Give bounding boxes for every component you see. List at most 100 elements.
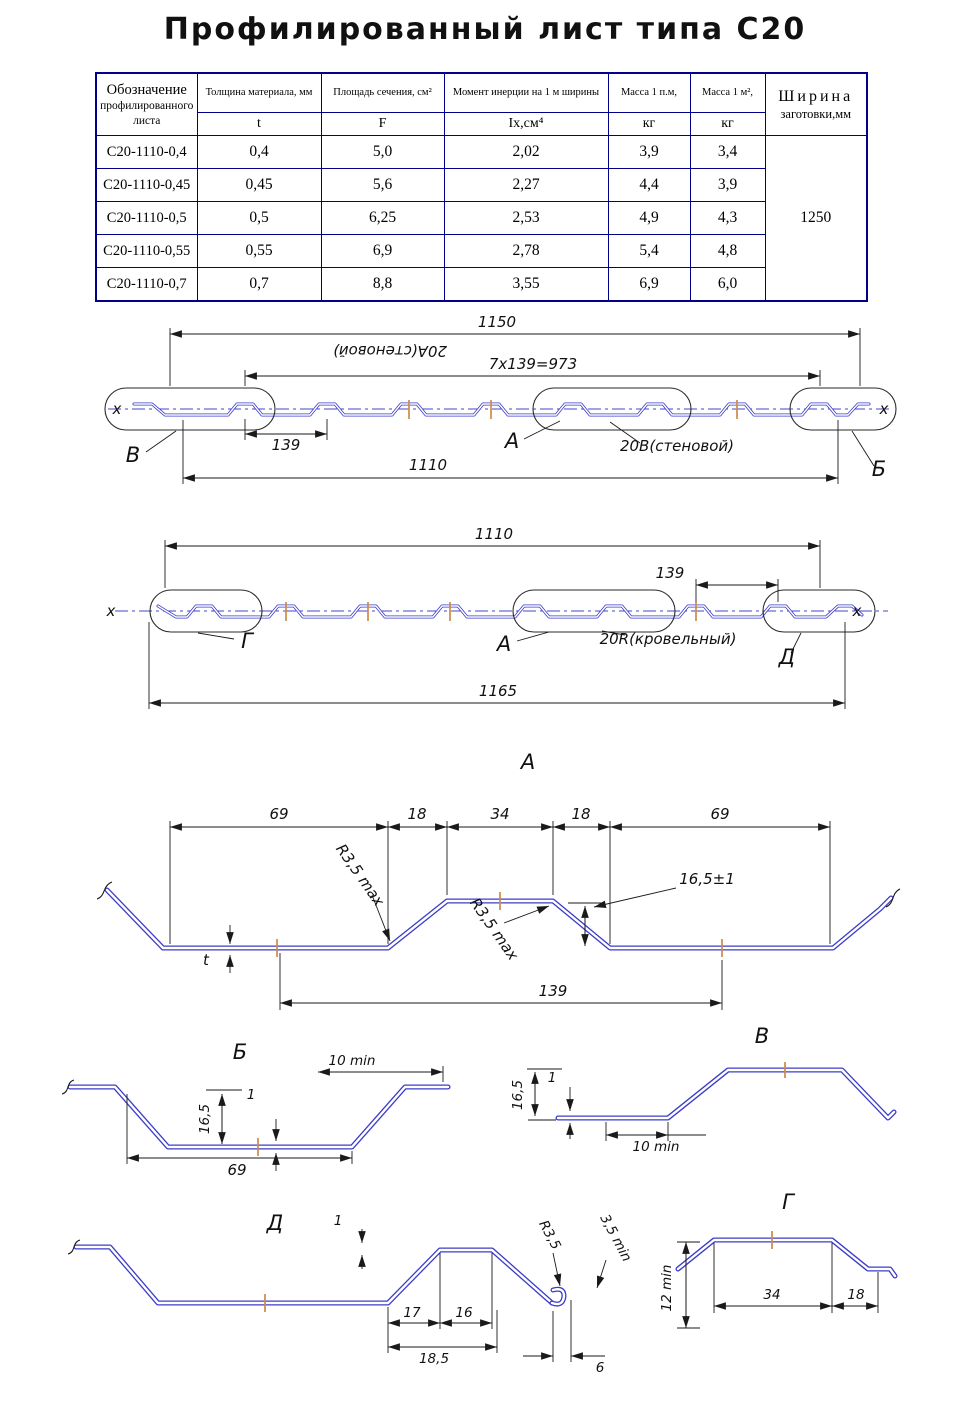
detail-balloon-g: [149, 589, 263, 633]
dim-label-1165: 1165: [479, 682, 517, 700]
radius-label: R3,5: [535, 1218, 564, 1253]
det-v: В 16,5 1 10 min: [510, 1025, 897, 1155]
spec-table: Обозначение профилированного листа Толщи…: [95, 72, 868, 302]
table-row: С20-1110-0,7 0,7 8,8 3,55 6,9 6,0: [95, 267, 867, 302]
dim-label-height: 16,5±1: [679, 870, 735, 888]
col-header-inertia: Момент инерции на 1 м ширины: [443, 72, 609, 113]
dim-label-34: 34: [763, 1287, 780, 1303]
dim-label-1110: 1110: [475, 525, 513, 543]
col-subheader-t: t: [196, 112, 322, 136]
callout-leader: [790, 632, 802, 654]
detail-balloon-v: [104, 387, 276, 431]
dim-label-139: 139: [272, 436, 301, 454]
hem-gap-callout: 3,5 min: [596, 1212, 635, 1289]
cell-inertia: 3,55: [443, 267, 609, 302]
edge-g-outline-core: [676, 1238, 897, 1278]
detail-b: Б 10 min 16,5 1: [61, 1040, 451, 1179]
cell-blank-width: 1250: [764, 135, 868, 302]
dim-working-1110: 1110: [164, 525, 821, 588]
break-squiggle: [885, 888, 901, 908]
cell-thickness: 0,4: [196, 135, 322, 169]
dim-label-10min: 10 min: [633, 1139, 680, 1155]
dim-pitch-139: 139: [656, 564, 779, 602]
cell-designation: С20-1110-0,45: [95, 168, 198, 202]
detail-d: Д 1 17 16: [67, 1211, 635, 1376]
dim-base-69: 69: [126, 1094, 353, 1179]
label-leader: [601, 630, 626, 636]
dim-label-10min: 10 min: [329, 1053, 376, 1069]
cell-thickness: 0,7: [196, 267, 322, 302]
roof-profile-outline-core: [157, 605, 863, 618]
dim-height-165: 16,5: [197, 1089, 242, 1144]
cell-inertia: 2,53: [443, 201, 609, 235]
dim-total-1150: 1150: [169, 313, 861, 386]
dim-17-16: 17 16: [387, 1253, 493, 1353]
radius-callout-left: R3,5 max: [332, 841, 391, 942]
dim-label-17: 17: [403, 1305, 421, 1321]
dim-185: 18,5: [388, 1310, 498, 1367]
cell-mass-m2: 3,4: [689, 135, 766, 169]
dim-label-69: 69: [227, 1161, 246, 1179]
callout-label-g: Г: [241, 629, 255, 653]
dim-label-1110: 1110: [409, 456, 447, 474]
detail-balloon-a: [532, 387, 692, 431]
dim-edge-12min: 12 min: [659, 1241, 700, 1329]
dim-thickness-t: t: [203, 925, 234, 973]
cell-mass-lm: 5,4: [607, 234, 691, 268]
dim-label-165: 16,5: [197, 1104, 213, 1134]
cell-inertia: 2,27: [443, 168, 609, 202]
cell-mass-m2: 6,0: [689, 267, 766, 302]
table-row: С20-1110-0,45 0,45 5,6 2,27 4,4 3,9: [95, 168, 867, 202]
col-header-area: Площадь сечения, см²: [320, 72, 445, 113]
detail-balloon-a: [512, 589, 676, 633]
col-subheader-kg1: кг: [607, 112, 691, 136]
edge-g-outline: [675, 1237, 898, 1279]
cell-mass-lm: 4,9: [607, 201, 691, 235]
dim-working-1110: 1110: [182, 420, 839, 484]
col-header-mass-m2: Масса 1 м²,: [689, 72, 766, 113]
detail-title-g: Г: [782, 1190, 796, 1214]
col-subheader-f: F: [320, 112, 445, 136]
cell-designation: С20-1110-0,55: [95, 234, 198, 268]
dim-label-139: 139: [656, 564, 685, 582]
break-squiggle: [67, 1239, 81, 1255]
cell-area: 6,25: [320, 201, 445, 235]
col-header-blank-width: Ширина заготовки,мм: [764, 72, 868, 136]
callout-label-a: А: [503, 429, 519, 453]
dim-label-165: 16,5: [510, 1080, 526, 1110]
label-20r: 20R(кровельный): [600, 630, 737, 648]
cell-thickness: 0,45: [196, 168, 322, 202]
header-line: Ширина: [778, 87, 854, 105]
dim-label-18-left: 18: [407, 805, 426, 823]
header-line: Обозначение: [106, 82, 187, 99]
callout-leader: [523, 420, 561, 440]
dim-label-69-right: 69: [710, 805, 729, 823]
cell-thickness: 0,5: [196, 201, 322, 235]
cell-inertia: 2,78: [443, 234, 609, 268]
detail-title-v: В: [755, 1025, 769, 1048]
edge-d-outline-core: [74, 1245, 554, 1305]
rib-section-outline-core: [105, 888, 893, 950]
detail-g: Г 12 min 34 18: [659, 1190, 898, 1329]
label-20v: 20В(стеновой): [620, 437, 734, 455]
cell-area: 5,6: [320, 168, 445, 202]
hem-curl-outline-core: [550, 1288, 566, 1306]
axis-label-x-left: х: [106, 602, 116, 620]
page-title: Профилированный лист типа С20: [163, 12, 807, 47]
radius-callout: R3,5: [535, 1218, 564, 1287]
hem-gap-label: 3,5 min: [596, 1212, 634, 1265]
dim-label-139: 139: [539, 982, 568, 1000]
edge-v-outline-core: [556, 1068, 896, 1120]
dim-pitch-139: 139: [279, 953, 723, 1010]
dim-label-6: 6: [596, 1360, 605, 1376]
cell-designation: С20-1110-0,7: [95, 267, 198, 302]
edge-b-outline-core: [68, 1085, 450, 1149]
callout-leader: [516, 631, 550, 642]
dim-label-1150: 1150: [478, 313, 516, 331]
callout-label-b: Б: [872, 457, 886, 481]
dim-pitch-139: 139: [244, 419, 328, 454]
cell-area: 6,9: [320, 234, 445, 268]
col-subheader-ix: Iх,см⁴: [443, 112, 609, 136]
radius-callout-right: R3,5 max: [466, 895, 550, 964]
cell-mass-lm: 6,9: [607, 267, 691, 302]
